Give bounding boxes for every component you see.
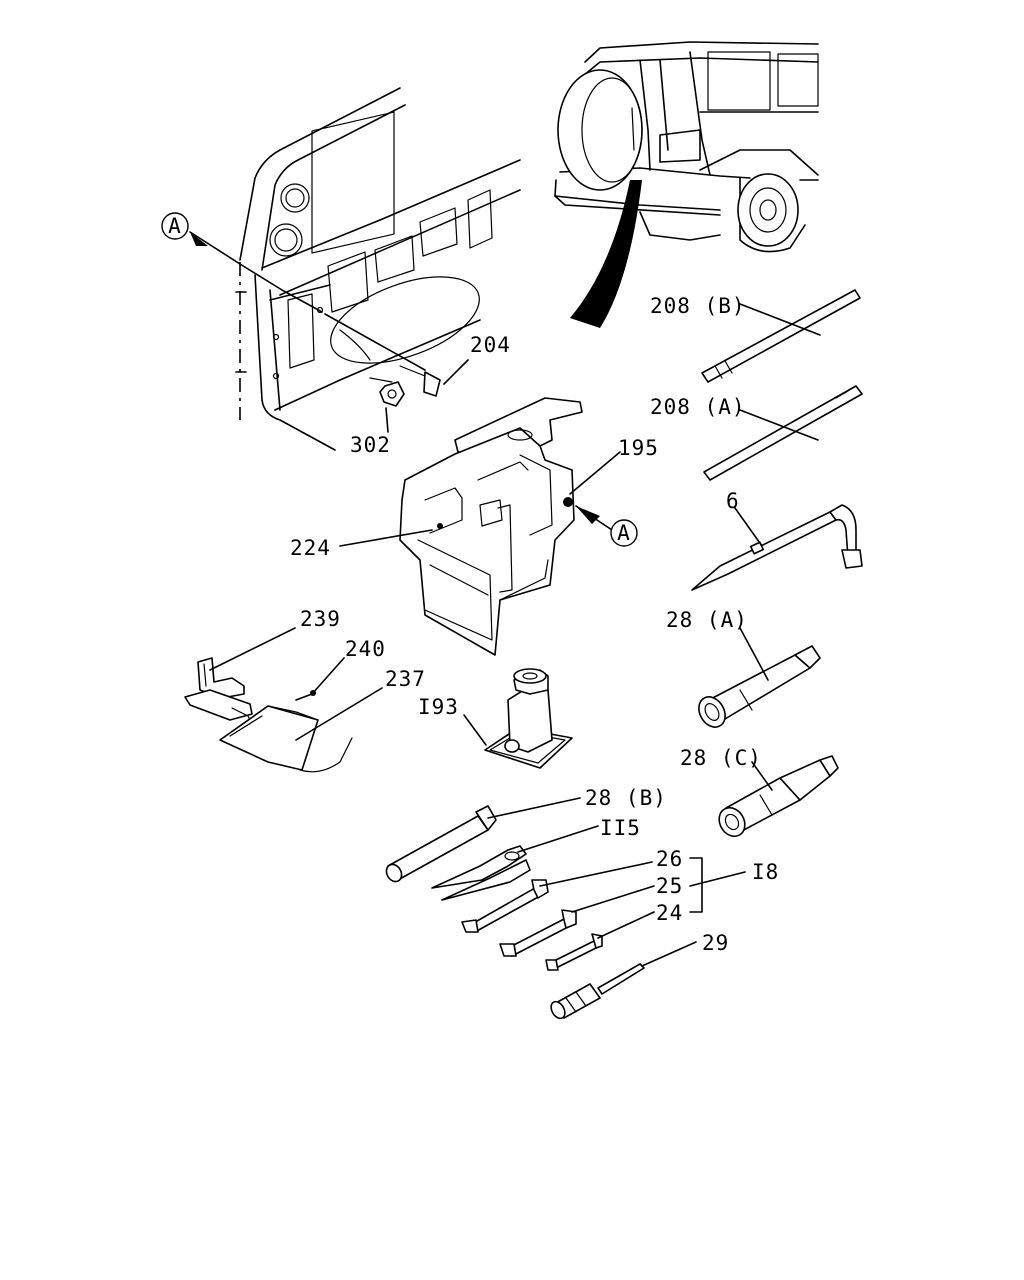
callout-6: 6 bbox=[726, 489, 740, 513]
callout-237: 237 bbox=[385, 667, 426, 691]
callout-28a: 28 (A) bbox=[666, 608, 748, 632]
callout-208b: 208 (B) bbox=[650, 294, 746, 318]
ref-circle-a-left bbox=[161, 212, 189, 240]
tool-bag-237 bbox=[219, 705, 353, 773]
callout-224: 224 bbox=[290, 536, 331, 560]
extension-bar-208b bbox=[701, 289, 861, 383]
callout-24: 24 bbox=[656, 901, 683, 925]
vehicle-rear-illustration bbox=[554, 41, 819, 328]
ref-a-left-label: A bbox=[168, 214, 182, 238]
pin-240 bbox=[295, 690, 316, 701]
rear-door-panel bbox=[235, 87, 521, 451]
callout-239: 239 bbox=[300, 607, 341, 631]
pliers-115 bbox=[431, 845, 531, 901]
callout-28c: 28 (C) bbox=[680, 746, 762, 770]
wrench-24 bbox=[545, 933, 603, 971]
callout-28b: 28 (B) bbox=[585, 786, 667, 810]
callout-193: I93 bbox=[418, 695, 459, 719]
callout-115: II5 bbox=[600, 816, 641, 840]
jack-193 bbox=[484, 668, 573, 769]
wrench-25 bbox=[499, 909, 577, 957]
callout-18: I8 bbox=[752, 860, 779, 884]
callout-26: 26 bbox=[656, 847, 683, 871]
bolt-and-nut bbox=[369, 365, 441, 407]
callout-25: 25 bbox=[656, 874, 683, 898]
callout-302: 302 bbox=[350, 433, 391, 457]
socket-28c bbox=[718, 755, 839, 838]
wheel-nut-wrench-6 bbox=[691, 504, 863, 591]
extension-bar-208a bbox=[703, 385, 863, 481]
screwdriver-29 bbox=[550, 963, 645, 1020]
callout-29: 29 bbox=[702, 931, 729, 955]
callout-195: 195 bbox=[618, 436, 659, 460]
leader-lines bbox=[189, 231, 821, 967]
handle-28b bbox=[385, 805, 497, 883]
socket-28a bbox=[698, 645, 821, 728]
callout-240: 240 bbox=[345, 637, 386, 661]
wrench-26 bbox=[461, 879, 549, 933]
callout-204: 204 bbox=[470, 333, 511, 357]
ref-circle-a-right bbox=[610, 519, 638, 547]
callout-208a: 208 (A) bbox=[650, 395, 746, 419]
ref-a-right-label: A bbox=[617, 521, 631, 545]
clamp-239 bbox=[184, 657, 253, 725]
tool-holder-bracket bbox=[399, 397, 583, 656]
